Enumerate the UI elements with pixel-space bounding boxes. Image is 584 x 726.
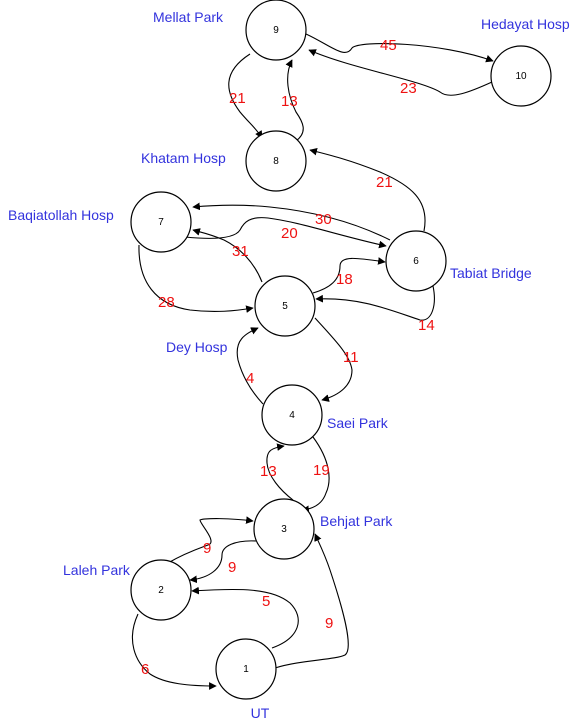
weight-3-2: 9: [228, 559, 236, 576]
label-behjat-park: Behjat Park: [320, 513, 393, 529]
label-mellat-park: Mellat Park: [153, 9, 224, 25]
weight-5-6: 18: [336, 271, 353, 288]
node-6[interactable]: 6: [385, 230, 447, 292]
weight-6-8: 21: [376, 174, 393, 191]
edge-6-8: [309, 147, 426, 232]
node-3[interactable]: 3: [253, 498, 315, 560]
weight-6-7: 30: [315, 211, 332, 228]
label-tabiat-bridge: Tabiat Bridge: [450, 265, 532, 281]
weight-3-4: 13: [260, 463, 277, 480]
weight-7-5: 28: [158, 294, 175, 311]
node-1[interactable]: 1: [215, 638, 277, 700]
edge-9-10: [305, 33, 494, 63]
label-ut: UT: [251, 705, 270, 721]
weight-1-2: 5: [262, 593, 270, 610]
node-4-id: 4: [289, 410, 295, 421]
node-5[interactable]: 5: [254, 275, 316, 337]
label-saei-park: Saei Park: [327, 415, 389, 431]
edge-10-9: [308, 49, 493, 96]
weight-4-3: 19: [313, 462, 330, 479]
edge-1-2: [191, 586, 299, 649]
weight-2-1: 6: [141, 661, 149, 678]
node-6-id: 6: [413, 256, 419, 267]
node-8[interactable]: 8: [245, 130, 307, 192]
label-laleh-park: Laleh Park: [63, 562, 131, 578]
weight-1-3: 9: [325, 615, 333, 632]
edge-2-3: [167, 516, 254, 564]
edge-8-9: [285, 59, 304, 142]
node-4[interactable]: 4: [261, 384, 323, 446]
edge-3-4: [266, 443, 294, 501]
node-9-id: 9: [273, 25, 279, 36]
label-baqiatollah-hosp: Baqiatollah Hosp: [8, 207, 114, 223]
node-2-id: 2: [158, 585, 164, 596]
edge-4-3: [301, 436, 330, 514]
weight-10-9: 23: [400, 80, 417, 97]
node-10[interactable]: 10: [490, 45, 552, 107]
edge-5-4: [314, 317, 353, 402]
edge-2-1: [131, 613, 217, 690]
node-9[interactable]: 9: [245, 0, 307, 61]
weight-5-4: 11: [343, 349, 359, 366]
label-dey-hosp: Dey Hosp: [166, 339, 228, 355]
node-3-id: 3: [281, 524, 287, 535]
edge-7-5: [138, 244, 254, 313]
node-8-id: 8: [273, 156, 279, 167]
weight-8-9: 13: [281, 93, 298, 110]
weight-7-6: 20: [281, 225, 298, 242]
node-7[interactable]: 7: [130, 191, 192, 253]
edge-7-6: [184, 217, 387, 249]
weight-6-5: 14: [418, 317, 435, 334]
node-10-id: 10: [515, 71, 527, 82]
weight-9-8: 21: [229, 90, 246, 107]
edge-4-5: [236, 327, 264, 405]
label-hedayat-hosp: Hedayat Hosp: [481, 16, 570, 32]
weight-2-3: 9: [203, 540, 211, 557]
edge-3-2: [189, 540, 257, 584]
edge-5-7: [192, 228, 263, 283]
node-2[interactable]: 2: [130, 559, 192, 621]
edge-6-5: [315, 285, 435, 321]
node-1-id: 1: [243, 664, 249, 675]
weight-9-10: 45: [380, 37, 397, 54]
edge-6-7: [192, 202, 391, 241]
node-7-id: 7: [158, 217, 164, 228]
weight-4-5: 4: [246, 370, 254, 387]
edge-9-8: [228, 53, 263, 139]
node-5-id: 5: [282, 301, 288, 312]
edge-5-6: [312, 257, 386, 294]
weight-5-7: 31: [232, 243, 249, 260]
edge-1-3: [274, 533, 349, 669]
label-khatam-hosp: Khatam Hosp: [141, 150, 226, 166]
